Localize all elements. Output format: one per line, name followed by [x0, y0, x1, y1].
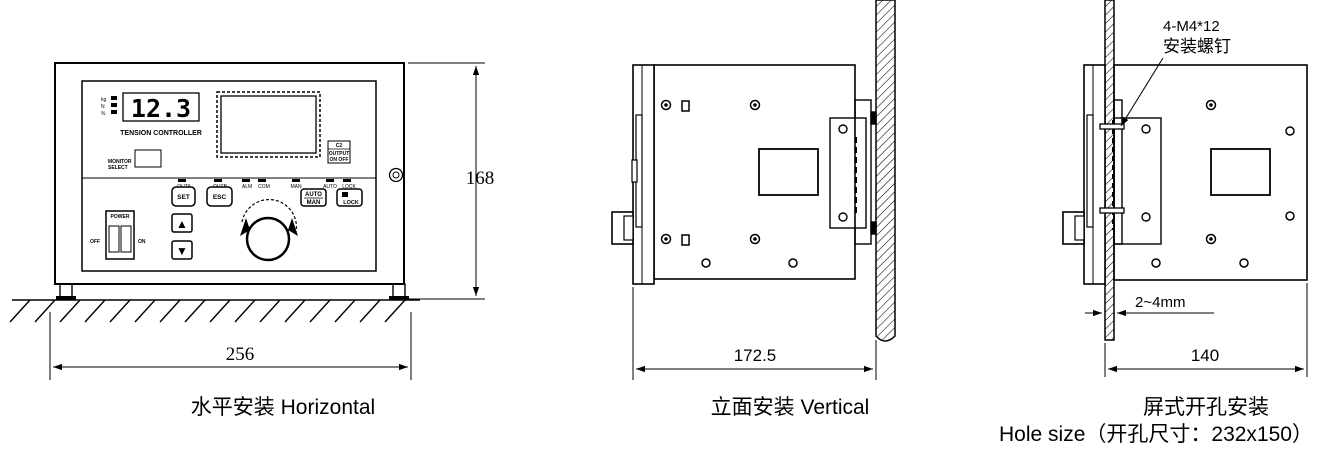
- c2-label: C2: [336, 143, 343, 149]
- bracket-screw-icon: [838, 124, 848, 134]
- slot-icon: [681, 234, 690, 246]
- height-dim-label: 168: [466, 168, 495, 189]
- hole-icon: [1239, 258, 1249, 268]
- down-arrow-icon: ▼: [176, 244, 188, 258]
- led-lock-label: LOCK: [342, 184, 356, 190]
- auto-label: AUTO: [305, 192, 322, 198]
- vertical-view: 172.5 立面安装 Vertical: [611, 0, 896, 419]
- mounting-bracket: [829, 99, 877, 245]
- up-button[interactable]: [171, 213, 193, 233]
- thickness-label: 2~4mm: [1135, 294, 1185, 311]
- cw-arrow-icon: [288, 218, 298, 236]
- vertical-caption: 立面安装 Vertical: [711, 396, 870, 419]
- power-label: POWER: [111, 214, 130, 220]
- pm-bracket: [1112, 99, 1162, 245]
- vertical-width-label: 172.5: [734, 346, 777, 365]
- led-com-label: COM: [258, 184, 270, 190]
- screw-leader: [1120, 57, 1164, 127]
- monitor-select-window: [134, 149, 162, 168]
- horizontal-caption: 水平安装 Horizontal: [191, 396, 375, 419]
- pm-bracket-screw-icon: [1141, 124, 1151, 134]
- hole-icon: [701, 258, 711, 268]
- panel-mount-caption: 屏式开孔安装: [1143, 396, 1269, 419]
- screw-label: 4-M4*12: [1163, 18, 1220, 35]
- left-foot: [59, 283, 73, 299]
- select-label: SELECT: [108, 165, 128, 171]
- down-button[interactable]: [171, 240, 193, 260]
- back-plate: [653, 64, 856, 280]
- output-onoff-label: ON OFF: [330, 157, 349, 163]
- set-button-label: SET: [177, 194, 190, 201]
- right-foot: [392, 283, 406, 299]
- width-dim-label: 256: [226, 344, 255, 365]
- hole-size-caption: Hole size（开孔尺寸：232x150）: [999, 423, 1313, 446]
- horizontal-view: kg N % 12.3 TENSION CONTROLLER MONITOR S…: [9, 62, 495, 419]
- unit-n: N: [101, 104, 105, 110]
- led-alm-label: ALM: [242, 184, 252, 190]
- unit-kg: kg: [101, 97, 107, 103]
- screw-label-cn: 安装螺钉: [1163, 37, 1231, 56]
- lcd-screen: [220, 95, 317, 154]
- pm-width-label: 140: [1191, 346, 1219, 365]
- vertical-width-dimension: [632, 287, 877, 380]
- pm-rear-window: [1210, 148, 1271, 196]
- mounting-screws: [1099, 123, 1125, 214]
- panel-mount-view: 4-M4*12 安装螺钉 2~4mm 140 屏式开孔安装 Hole size（…: [999, 0, 1313, 446]
- set-button[interactable]: [171, 186, 196, 207]
- hole-icon: [1151, 258, 1161, 268]
- hole-icon: [1285, 211, 1295, 221]
- up-arrow-icon: ▲: [176, 217, 188, 231]
- man-label: MAN: [307, 200, 321, 206]
- output-label: OUTPUT: [329, 151, 350, 157]
- auto-man-button[interactable]: [300, 188, 327, 207]
- esc-button-label: ESC: [213, 194, 227, 201]
- led-auto-label: AUTO: [323, 184, 337, 190]
- adjust-knob[interactable]: [240, 198, 298, 262]
- hole-icon: [788, 258, 798, 268]
- unit-pct: %: [101, 111, 106, 117]
- on-label: ON: [138, 239, 146, 245]
- lock-icon: [342, 192, 348, 197]
- pm-width-dimension: [1104, 283, 1308, 377]
- monitor-label: MONITOR: [108, 159, 132, 165]
- model-label: TENSION CONTROLLER: [120, 130, 202, 137]
- output-switch[interactable]: [327, 140, 351, 164]
- slot-icon: [681, 100, 690, 112]
- hole-icon: [1285, 126, 1295, 136]
- led-man-label: MAN: [290, 184, 302, 190]
- display-value: 12.3: [131, 94, 191, 123]
- height-dimension: [408, 62, 485, 300]
- esc-button[interactable]: [206, 186, 233, 207]
- unit-indicators: kg N %: [101, 96, 117, 117]
- bracket-screw-icon: [838, 212, 848, 222]
- led-display: [122, 92, 200, 122]
- width-dimension: [49, 312, 412, 380]
- off-label: OFF: [90, 239, 100, 245]
- rear-window: [758, 148, 819, 196]
- lock-label: LOCK: [343, 200, 359, 206]
- pm-bracket-screw-icon: [1141, 212, 1151, 222]
- ground-hatch: [9, 299, 420, 323]
- side-connector-icon: [388, 167, 404, 183]
- wall: [875, 0, 896, 342]
